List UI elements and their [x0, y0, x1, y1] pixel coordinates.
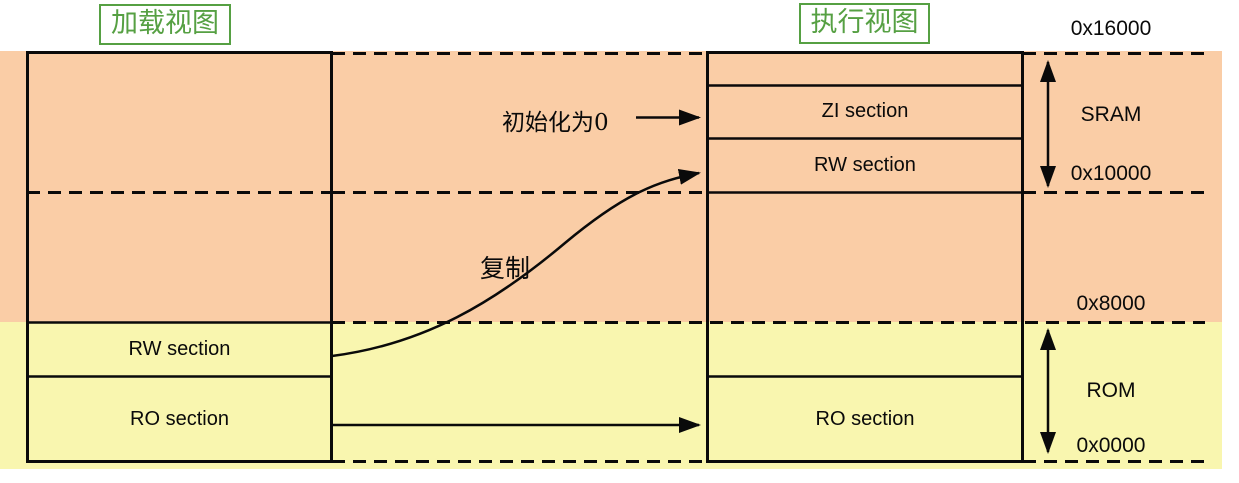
- address-0x10000: 0x10000: [1070, 162, 1152, 185]
- exec-view-box: [706, 51, 1024, 463]
- load-rw-section-label: RW section: [128, 338, 231, 360]
- load-view-box: [26, 51, 333, 463]
- copy-annotation: 复制: [480, 254, 531, 283]
- rom-region-label: ROM: [1086, 379, 1136, 402]
- exec-view-title: 执行视图: [799, 3, 930, 44]
- address-0x8000: 0x8000: [1076, 292, 1146, 315]
- exec-zi-section-label: ZI section: [821, 100, 909, 122]
- zero-init-annotation: 初始化为0: [502, 110, 609, 136]
- copy-arrow: [331, 168, 701, 358]
- load-view-title: 加载视图: [99, 4, 231, 45]
- sram-region-band: [0, 51, 1222, 322]
- rom-region-band: [0, 322, 1222, 469]
- address-0x16000: 0x16000: [1070, 17, 1152, 40]
- address-0x0000: 0x0000: [1076, 434, 1146, 457]
- exec-ro-section-label: RO section: [815, 408, 915, 430]
- sram-region-label: SRAM: [1080, 103, 1142, 126]
- exec-rw-section-label: RW section: [814, 154, 916, 176]
- load-ro-section-label: RO section: [130, 408, 229, 430]
